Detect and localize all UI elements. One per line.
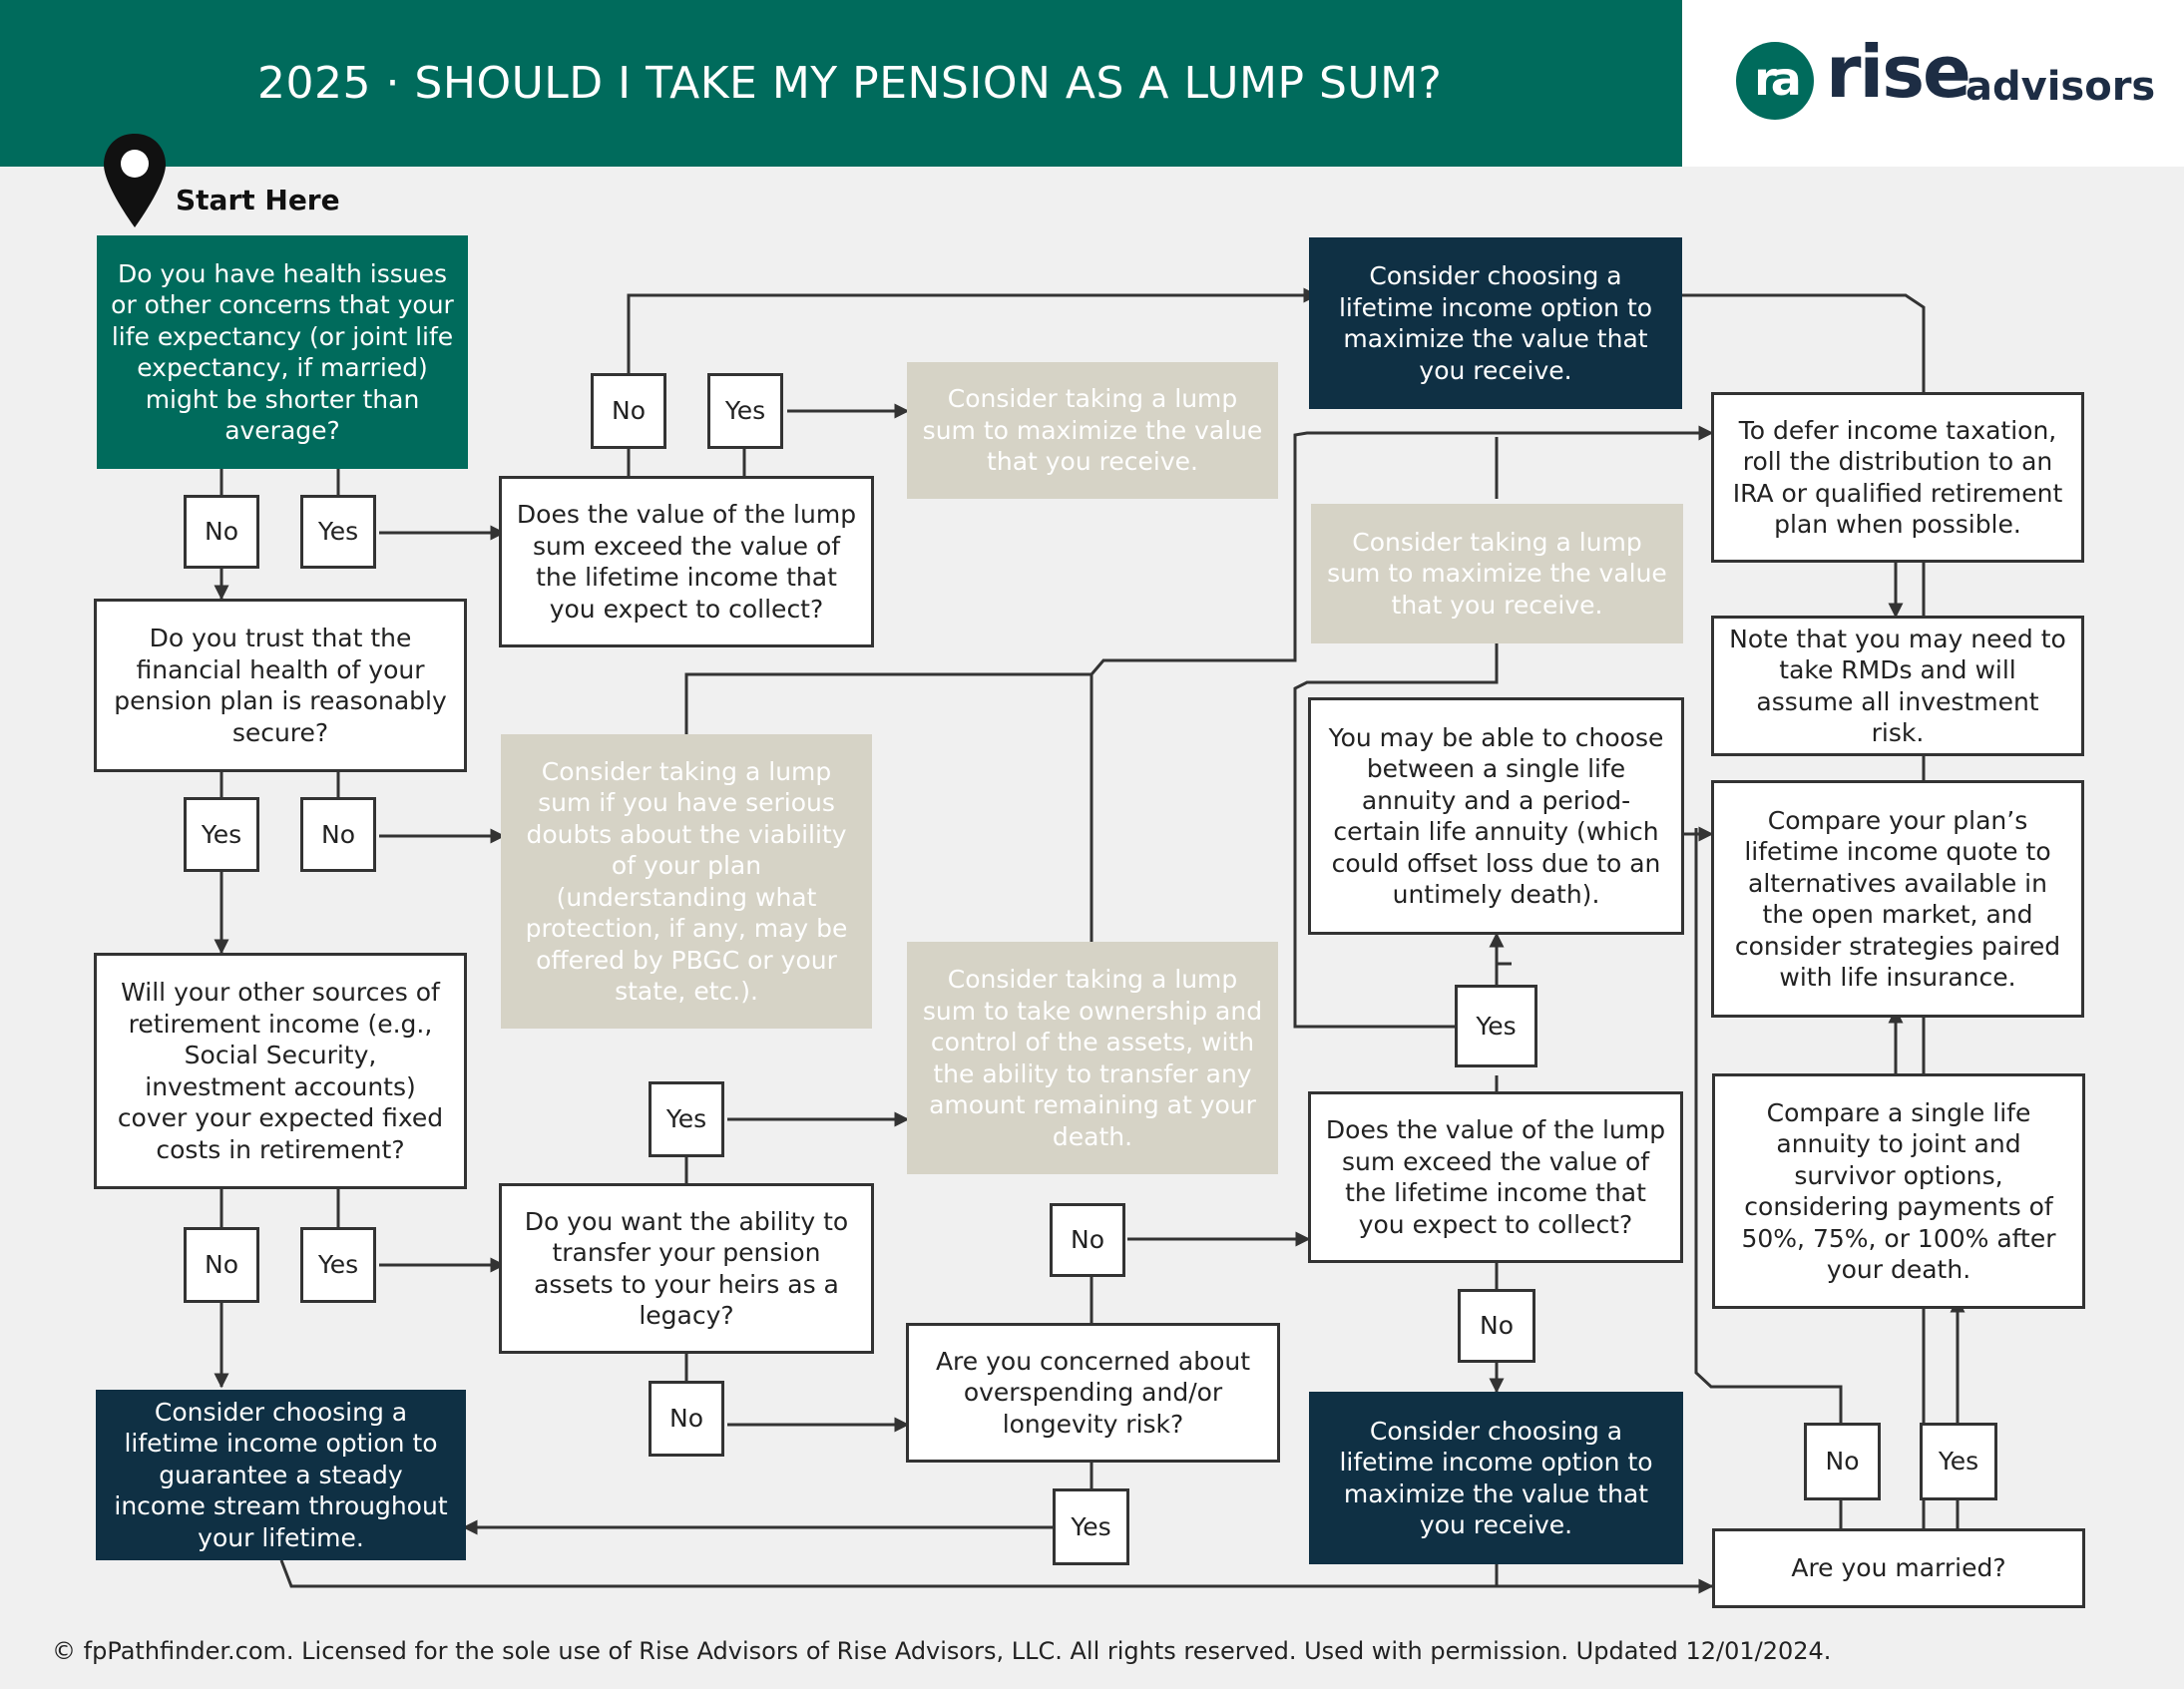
answer-yes-married[interactable]: Yes [1920,1423,1997,1500]
map-pin-icon [104,134,166,227]
result-compare-quote: Compare your plan’s lifetime income quot… [1711,780,2084,1018]
result-single-vs-period: You may be able to choose between a sing… [1308,697,1684,935]
answer-yes-exceed-2[interactable]: Yes [1455,985,1537,1067]
question-trust: Do you trust that the financial health o… [94,599,467,772]
logo: ra rise advisors [1682,0,2184,167]
logo-mark-icon: ra [1736,42,1814,120]
logo-subtitle: advisors [1966,64,2156,110]
answer-yes-health[interactable]: Yes [300,495,376,569]
result-lump-max-1: Consider taking a lump sum to maximize t… [907,362,1278,499]
question-legacy: Do you want the ability to transfer your… [499,1183,874,1354]
result-lump-doubts: Consider taking a lump sum if you have s… [501,734,872,1029]
result-lump-max-2: Consider taking a lump sum to maximize t… [1311,504,1683,643]
result-compare-single: Compare a single life annuity to joint a… [1712,1073,2085,1309]
answer-yes-overspending[interactable]: Yes [1053,1488,1129,1565]
page-title: 2025 · SHOULD I TAKE MY PENSION AS A LUM… [257,58,1443,109]
answer-yes-exceed-1[interactable]: Yes [707,373,783,449]
answer-no-overspending[interactable]: No [1050,1203,1125,1277]
header-bar: 2025 · SHOULD I TAKE MY PENSION AS A LUM… [0,0,1682,167]
answer-no-exceed-1[interactable]: No [591,373,666,449]
answer-yes-legacy[interactable]: Yes [649,1081,724,1157]
question-married: Are you married? [1712,1528,2085,1608]
start-label: Start Here [176,184,340,216]
answer-no-married[interactable]: No [1804,1423,1881,1500]
answer-no-trust[interactable]: No [300,797,376,872]
result-lump-ownership: Consider taking a lump sum to take owner… [907,942,1278,1174]
question-health: Do you have health issues or other conce… [97,235,468,469]
answer-no-health[interactable]: No [184,495,259,569]
answer-no-legacy[interactable]: No [649,1381,724,1457]
result-rmds: Note that you may need to take RMDs and … [1711,616,2084,756]
answer-no-other[interactable]: No [184,1227,259,1303]
answer-no-exceed-2[interactable]: No [1458,1289,1535,1363]
question-overspending: Are you concerned about overspending and… [906,1323,1280,1463]
question-lump-exceed-1: Does the value of the lump sum exceed th… [499,476,874,647]
result-lifetime-max-top: Consider choosing a lifetime income opti… [1309,237,1682,409]
question-lump-exceed-2: Does the value of the lump sum exceed th… [1308,1091,1683,1263]
question-other-sources: Will your other sources of retirement in… [94,953,467,1189]
answer-yes-other[interactable]: Yes [300,1227,376,1303]
result-defer-tax: To defer income taxation, roll the distr… [1711,392,2084,563]
footer-copyright: © fpPathfinder.com. Licensed for the sol… [52,1637,1832,1665]
result-lifetime-max-bottom: Consider choosing a lifetime income opti… [1309,1392,1683,1564]
logo-word: rise [1826,30,1971,114]
answer-yes-trust[interactable]: Yes [184,797,259,872]
result-guarantee: Consider choosing a lifetime income opti… [96,1390,466,1560]
